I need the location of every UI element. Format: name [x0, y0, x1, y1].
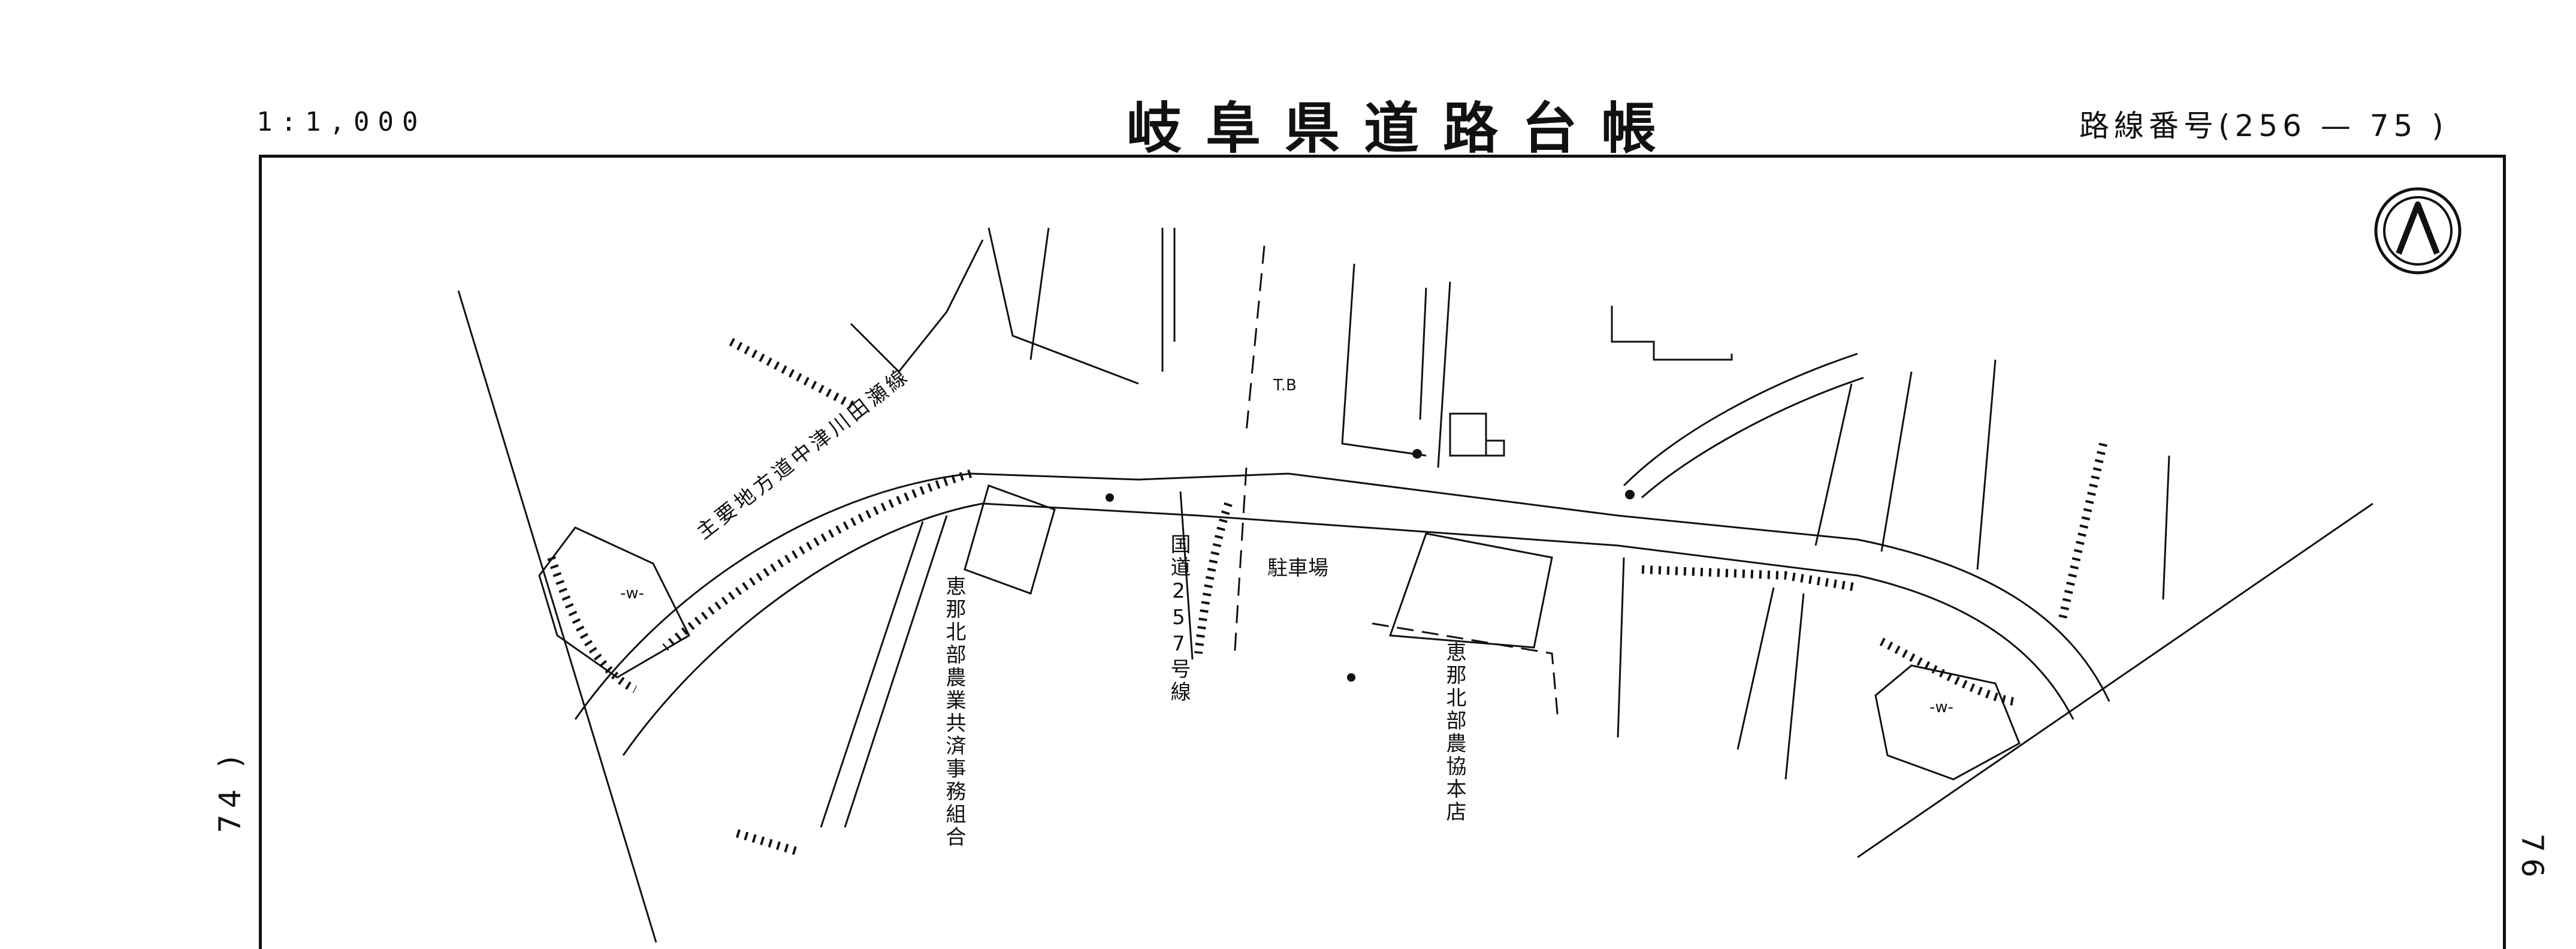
nokyo-building	[1388, 532, 1553, 649]
boundary-left	[457, 290, 657, 942]
national-road-east	[1245, 245, 1266, 432]
label-parking: 駐車場	[1267, 556, 1328, 580]
map-frame	[259, 155, 2506, 949]
label-tb: T.B	[1273, 376, 1297, 394]
route-number: 路線番号(256 — 75 )	[2079, 109, 2448, 143]
road-edge-south	[622, 502, 2074, 756]
road-edge-north	[574, 472, 2110, 720]
north-arrow-icon	[2374, 187, 2462, 275]
scale-label: 1:1,000	[256, 107, 427, 137]
label-water-left: -w-	[620, 585, 645, 602]
label-kyosai: 恵那北部農業共済事務組合	[942, 576, 966, 849]
label-national-road: 国道257号線	[1167, 534, 1191, 704]
kyosai-building	[964, 484, 1056, 595]
label-nokyo: 恵那北部農協本店	[1442, 641, 1466, 824]
label-water-right: -w-	[1929, 698, 1954, 716]
pond-left	[538, 526, 690, 679]
page-title: 岐阜県道路台帳	[1127, 97, 1681, 161]
boundary-right	[1857, 502, 2373, 858]
national-road-west	[1233, 467, 1248, 660]
pond-right	[1874, 664, 2021, 781]
